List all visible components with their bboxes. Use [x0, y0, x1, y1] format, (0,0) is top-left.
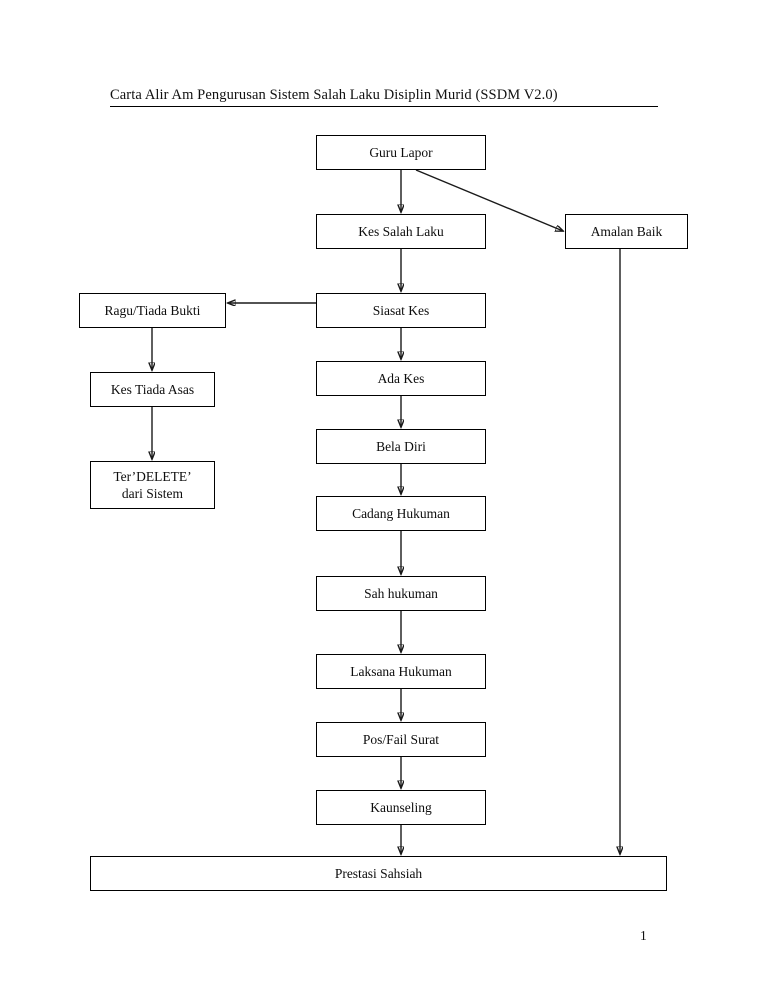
node-ter-delete-dari-sistem-label: Ter’DELETE’ dari Sistem: [113, 469, 192, 501]
page-number: 1: [640, 928, 647, 943]
node-bela-diri[interactable]: Bela Diri: [316, 429, 486, 464]
node-sah-hukuman[interactable]: Sah hukuman: [316, 576, 486, 611]
node-siasat-kes[interactable]: Siasat Kes: [316, 293, 486, 328]
node-sah-hukuman-label: Sah hukuman: [364, 586, 438, 601]
node-kes-tiada-asas-label: Kes Tiada Asas: [110, 382, 195, 397]
node-laksana-hukuman[interactable]: Laksana Hukuman: [316, 654, 486, 689]
node-kes-tiada-asas[interactable]: Kes Tiada Asas: [90, 372, 215, 407]
node-prestasi-sahsiah[interactable]: Prestasi Sahsiah: [90, 856, 667, 891]
node-cadang-hukuman-label: Cadang Hukuman: [352, 506, 450, 521]
node-laksana-hukuman-label: Laksana Hukuman: [350, 664, 452, 679]
node-amalan-baik[interactable]: Amalan Baik: [565, 214, 688, 249]
title-underline: [110, 106, 658, 107]
node-siasat-kes-label: Siasat Kes: [372, 303, 430, 318]
node-prestasi-sahsiah-label: Prestasi Sahsiah: [334, 866, 423, 881]
node-kaunseling-label: Kaunseling: [370, 800, 432, 815]
node-guru-lapor[interactable]: Guru Lapor: [316, 135, 486, 170]
page-title: Carta Alir Am Pengurusan Sistem Salah La…: [110, 87, 558, 103]
node-kes-salah-laku[interactable]: Kes Salah Laku: [316, 214, 486, 249]
node-ter-delete-dari-sistem[interactable]: Ter’DELETE’ dari Sistem: [90, 461, 215, 509]
node-bela-diri-label: Bela Diri: [376, 439, 426, 454]
node-guru-lapor-label: Guru Lapor: [369, 145, 433, 160]
node-ragu-tiada-bukti[interactable]: Ragu/Tiada Bukti: [79, 293, 226, 328]
node-ada-kes[interactable]: Ada Kes: [316, 361, 486, 396]
node-amalan-baik-label: Amalan Baik: [590, 224, 663, 239]
node-ada-kes-label: Ada Kes: [377, 371, 425, 386]
node-cadang-hukuman[interactable]: Cadang Hukuman: [316, 496, 486, 531]
node-kaunseling[interactable]: Kaunseling: [316, 790, 486, 825]
node-pos-fail-surat[interactable]: Pos/Fail Surat: [316, 722, 486, 757]
node-pos-fail-surat-label: Pos/Fail Surat: [362, 732, 440, 747]
node-ragu-tiada-bukti-label: Ragu/Tiada Bukti: [104, 303, 201, 318]
node-kes-salah-laku-label: Kes Salah Laku: [358, 224, 444, 239]
